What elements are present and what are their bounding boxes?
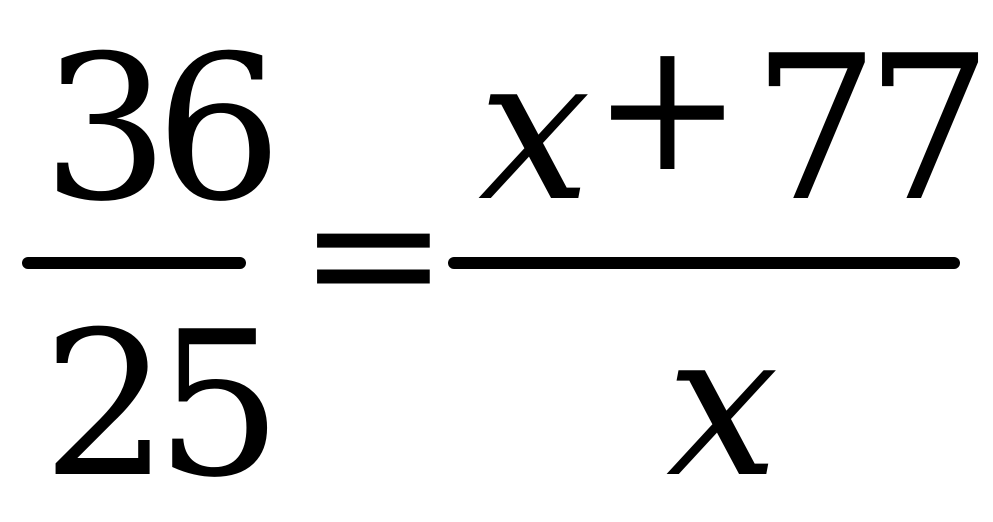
left-fraction-bar	[22, 257, 246, 269]
right-numerator-constant: 77	[752, 13, 992, 246]
plus-sign: +	[592, 3, 743, 212]
right-denominator-variable: x	[666, 289, 779, 522]
left-denominator: 25	[42, 289, 282, 522]
equals-sign: =	[298, 149, 449, 358]
right-fraction-bar	[448, 257, 960, 269]
right-numerator-variable: x	[478, 13, 591, 246]
left-numerator: 36	[42, 13, 282, 246]
equation: 36 25 = x + 77 x	[22, 3, 992, 522]
